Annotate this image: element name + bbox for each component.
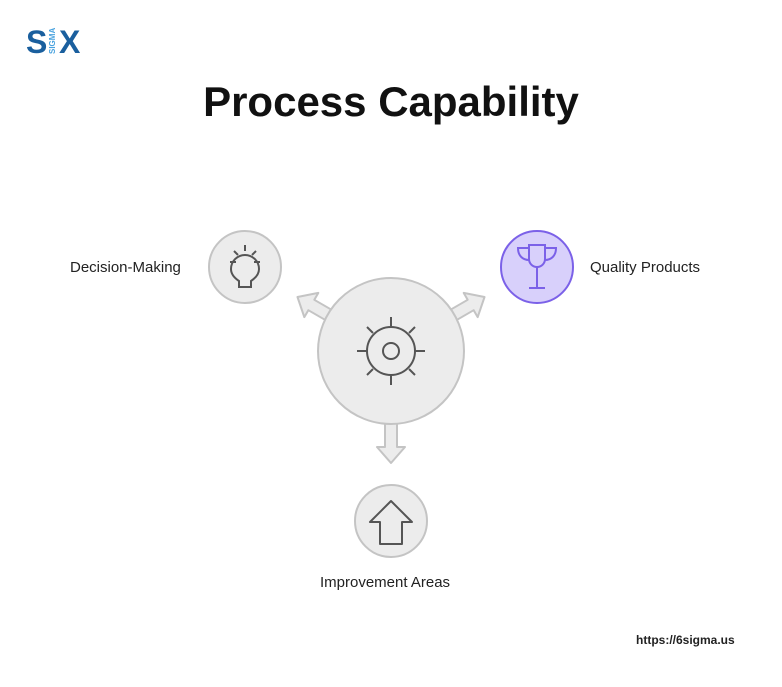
improvement-circle xyxy=(354,484,428,558)
node-label-decision: Decision-Making xyxy=(70,259,181,276)
logo: S SIGMA X xyxy=(26,24,81,56)
svg-text:SIGMA: SIGMA xyxy=(48,28,57,54)
page-title: Process Capability xyxy=(203,78,579,125)
lightbulb-icon xyxy=(229,245,261,288)
node-label-improvement: Improvement Areas xyxy=(320,574,451,591)
arrow-up-icon xyxy=(369,500,413,545)
footer-url[interactable]: https://6sigma.us xyxy=(636,633,735,647)
svg-text:S: S xyxy=(26,24,47,56)
gear-icon xyxy=(357,317,425,385)
node-label-quality: Quality Products xyxy=(590,259,701,276)
svg-text:X: X xyxy=(59,24,81,56)
trophy-icon xyxy=(516,244,558,289)
decision-circle xyxy=(208,230,282,304)
center-circle xyxy=(317,277,465,425)
